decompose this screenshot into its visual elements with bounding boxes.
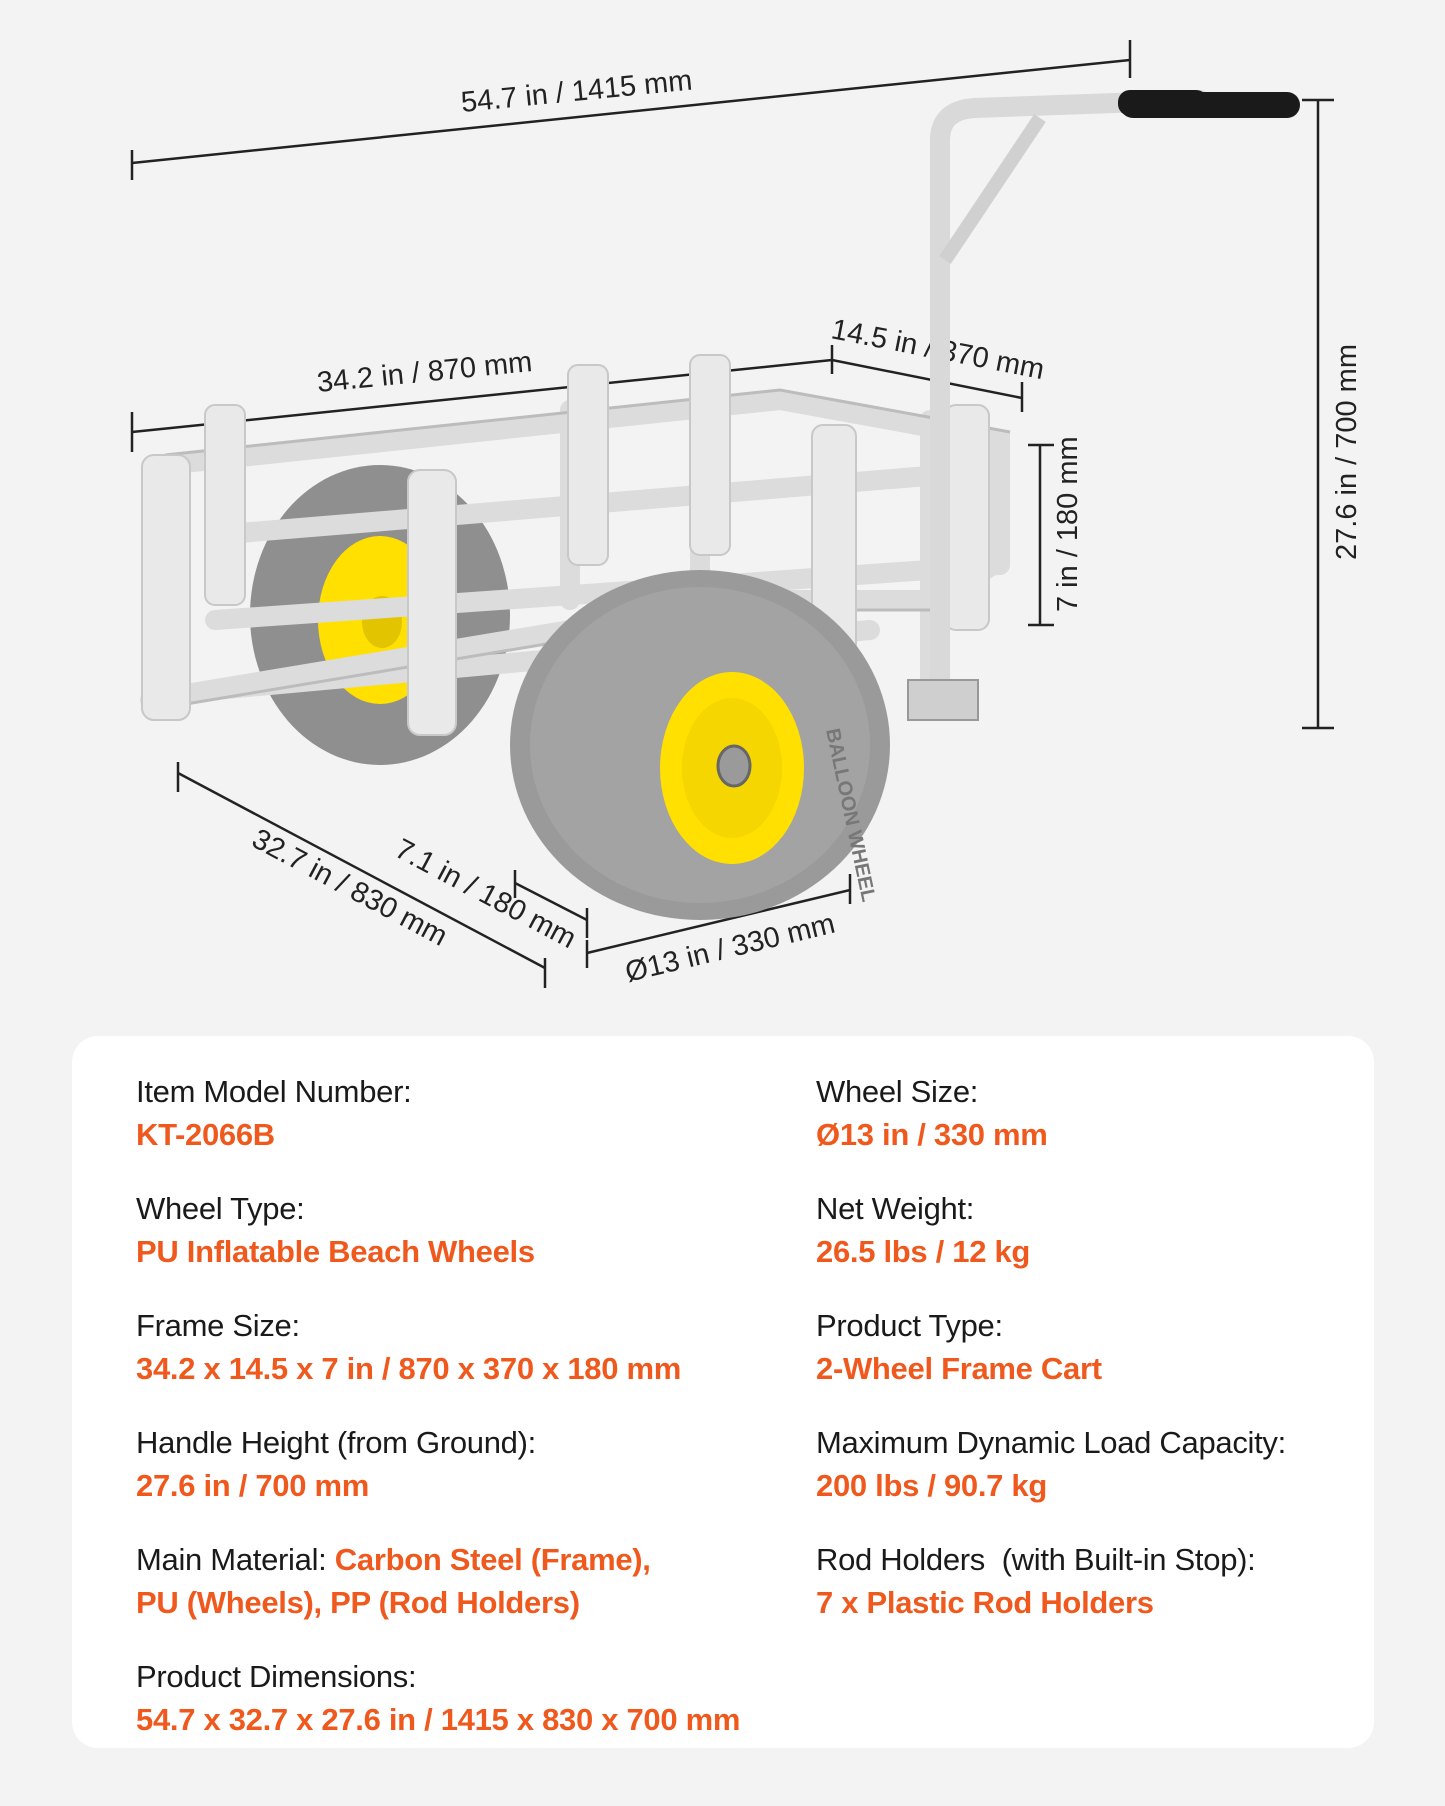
cart-handle bbox=[907, 90, 1300, 721]
spec-value: PU (Wheels), PP (Rod Holders) bbox=[136, 1585, 580, 1620]
spec-value: 7 x Plastic Rod Holders bbox=[816, 1585, 1154, 1620]
spec-label: Item Model Number: bbox=[136, 1074, 412, 1109]
spec-column-right: Wheel Size: Ø13 in / 330 mm Net Weight: … bbox=[816, 1070, 1356, 1655]
spec-item-product-type: Product Type: 2-Wheel Frame Cart bbox=[816, 1304, 1356, 1390]
spec-value-inline: Carbon Steel (Frame), bbox=[334, 1542, 651, 1577]
spec-item-wheel-type: Wheel Type: PU Inflatable Beach Wheels bbox=[136, 1187, 776, 1273]
spec-item-model: Item Model Number: KT-2066B bbox=[136, 1070, 776, 1156]
spec-label: Wheel Type: bbox=[136, 1191, 305, 1226]
frame-height-label: 7 in / 180 mm bbox=[1052, 436, 1084, 612]
spec-value: Ø13 in / 330 mm bbox=[816, 1117, 1048, 1152]
spec-label: Main Material: bbox=[136, 1542, 335, 1577]
frame-length-label: 34.2 in / 870 mm bbox=[316, 346, 534, 399]
spec-label: Frame Size: bbox=[136, 1308, 300, 1343]
spec-item-wheel-size: Wheel Size: Ø13 in / 330 mm bbox=[816, 1070, 1356, 1156]
spec-card: Item Model Number: KT-2066B Wheel Type: … bbox=[72, 1036, 1374, 1748]
spec-value: 54.7 x 32.7 x 27.6 in / 1415 x 830 x 700… bbox=[136, 1702, 741, 1737]
spec-value: PU Inflatable Beach Wheels bbox=[136, 1234, 535, 1269]
product-diagram: 54.7 in / 1415 mm 34.2 in / 870 mm 14.5 … bbox=[130, 40, 1363, 989]
spec-value: 34.2 x 14.5 x 7 in / 870 x 370 x 180 mm bbox=[136, 1351, 681, 1386]
spec-value: 2-Wheel Frame Cart bbox=[816, 1351, 1102, 1386]
spec-label: Wheel Size: bbox=[816, 1074, 979, 1109]
spec-label: Product Dimensions: bbox=[136, 1659, 417, 1694]
spec-label: Rod Holders (with Built-in Stop): bbox=[816, 1542, 1256, 1577]
spec-label: Product Type: bbox=[816, 1308, 1003, 1343]
spec-item-frame-size: Frame Size: 34.2 x 14.5 x 7 in / 870 x 3… bbox=[136, 1304, 776, 1390]
spec-column-left: Item Model Number: KT-2066B Wheel Type: … bbox=[136, 1070, 776, 1772]
front-wheel: BALLOON WHEEL bbox=[510, 570, 890, 920]
overall-length-label: 54.7 in / 1415 mm bbox=[460, 64, 694, 119]
spec-label: Handle Height (from Ground): bbox=[136, 1425, 536, 1460]
spec-item-rod-holders: Rod Holders (with Built-in Stop): 7 x Pl… bbox=[816, 1538, 1356, 1624]
spec-value: 27.6 in / 700 mm bbox=[136, 1468, 369, 1503]
spec-item-net-weight: Net Weight: 26.5 lbs / 12 kg bbox=[816, 1187, 1356, 1273]
handle-height-label: 27.6 in / 700 mm bbox=[1331, 344, 1363, 560]
dimension-lines bbox=[130, 40, 1334, 988]
spec-item-load-capacity: Maximum Dynamic Load Capacity: 200 lbs /… bbox=[816, 1421, 1356, 1507]
spec-label: Maximum Dynamic Load Capacity: bbox=[816, 1425, 1286, 1460]
spec-value: 200 lbs / 90.7 kg bbox=[816, 1468, 1047, 1503]
spec-value: KT-2066B bbox=[136, 1117, 275, 1152]
spec-label-row: Main Material: Carbon Steel (Frame), bbox=[136, 1538, 776, 1581]
rod-holders bbox=[141, 354, 990, 736]
spec-label: Net Weight: bbox=[816, 1191, 975, 1226]
spec-value: 26.5 lbs / 12 kg bbox=[816, 1234, 1031, 1269]
spec-item-product-dimensions: Product Dimensions: 54.7 x 32.7 x 27.6 i… bbox=[136, 1655, 776, 1741]
spec-item-main-material: Main Material: Carbon Steel (Frame), PU … bbox=[136, 1538, 776, 1624]
spec-item-handle-height: Handle Height (from Ground): 27.6 in / 7… bbox=[136, 1421, 776, 1507]
handle-grip bbox=[1120, 92, 1300, 118]
